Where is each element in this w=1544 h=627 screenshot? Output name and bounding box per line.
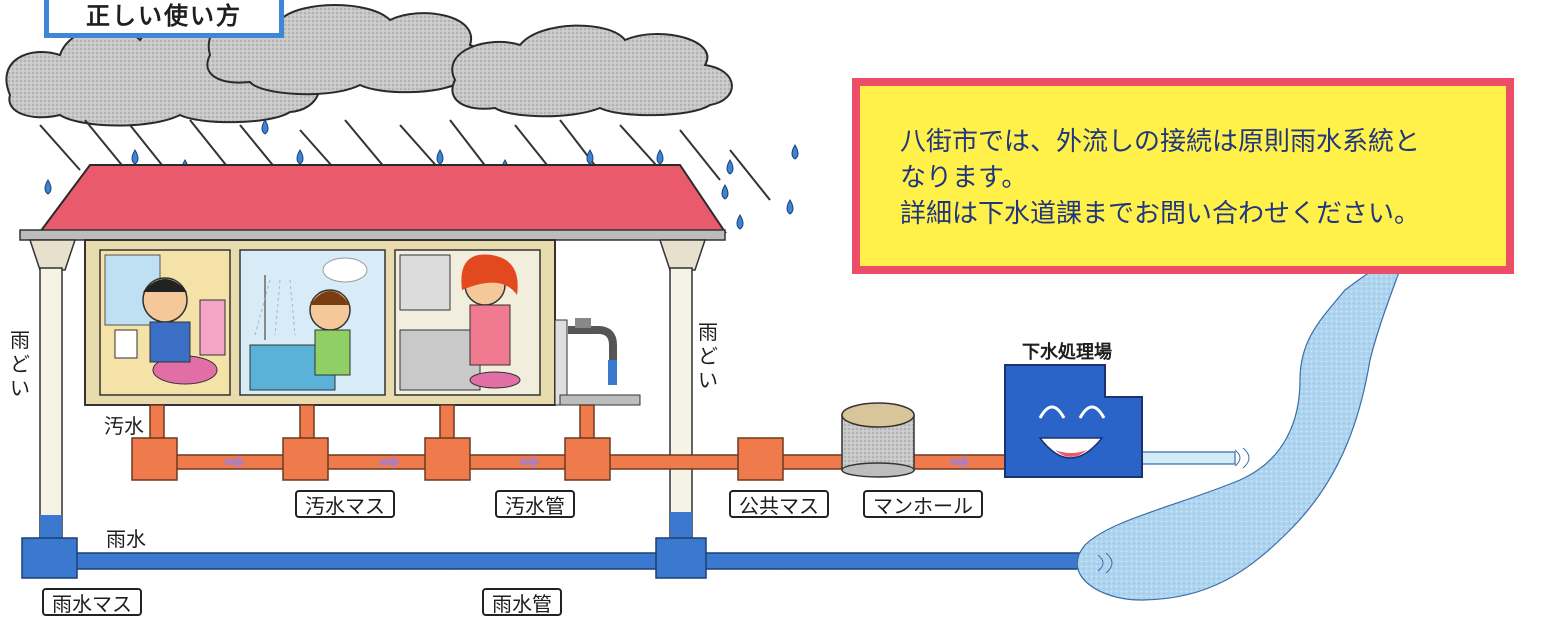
rainwater-label: 雨水 <box>106 527 146 551</box>
downspout-right-label: 雨どい <box>698 320 718 392</box>
public-basin-label: 公共マス <box>729 490 829 518</box>
treatment-plant-label: 下水処理場 <box>1022 342 1112 363</box>
notice-box: 八街市では、外流しの接続は原則雨水系統と なります。 詳細は下水道課までお問い合… <box>852 78 1514 274</box>
notice-line: なります。 <box>900 163 1028 193</box>
downspout-left-label: 雨どい <box>10 328 30 400</box>
wastewater-basin-label: 汚水マス <box>295 490 395 518</box>
downspouts <box>28 239 707 541</box>
rainwater-basin-label: 雨水マス <box>42 588 142 616</box>
page-title: 正しい使い方 <box>86 1 242 30</box>
rainwater-pipes <box>21 537 1096 579</box>
roof <box>19 164 727 241</box>
manhole-label: マンホール <box>863 490 983 518</box>
manhole <box>841 402 915 478</box>
notice-line: 八街市では、外流しの接続は原則雨水系統と <box>900 127 1421 157</box>
title-box: 正しい使い方 <box>44 0 284 38</box>
wastewater-pipes <box>131 404 1016 481</box>
house <box>84 239 641 406</box>
wastewater-label: 汚水 <box>104 414 144 438</box>
notice-line: 詳細は下水道課までお問い合わせください。 <box>900 199 1421 229</box>
wastewater-pipe-label: 汚水管 <box>495 490 575 518</box>
treatment-plant <box>1004 364 1143 478</box>
rainwater-pipe-label: 雨水管 <box>482 588 562 616</box>
